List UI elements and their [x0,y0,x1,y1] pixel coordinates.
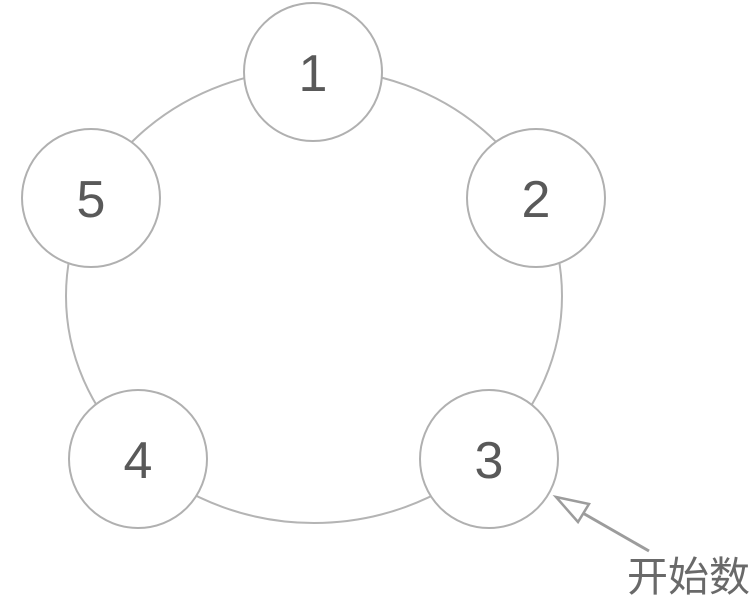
node-3: 3 [419,389,559,529]
start-arrow [552,494,650,553]
node-1-circle [243,2,383,142]
node-2-circle [466,128,606,268]
start-annotation-label: 开始数 [627,554,750,600]
node-5: 5 [21,128,161,268]
node-3-circle [419,389,559,529]
start-arrow-shaft [580,510,650,553]
node-1: 1 [243,2,383,142]
node-4-circle [68,389,208,529]
node-5-label: 5 [77,171,106,229]
node-4: 4 [68,389,208,529]
start-arrow-head [552,494,591,525]
node-1-label: 1 [299,45,328,103]
node-5-circle [21,128,161,268]
node-3-label: 3 [475,432,504,490]
node-2: 2 [466,128,606,268]
node-2-label: 2 [522,171,551,229]
node-4-label: 4 [124,432,153,490]
